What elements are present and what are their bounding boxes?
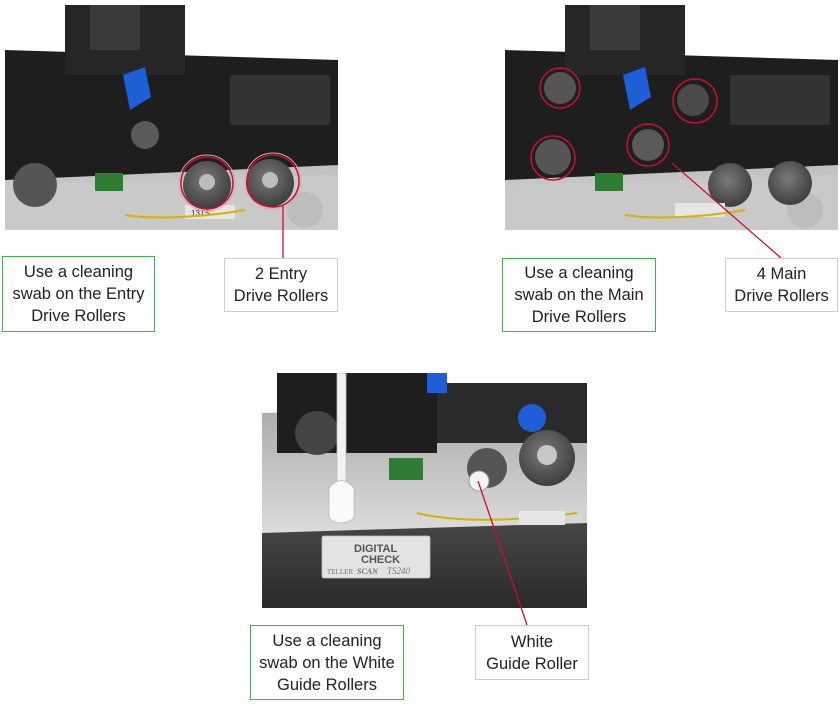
photo-white-guide-rollers: DIGITAL CHECK TELLER SCAN TS240 <box>257 373 587 608</box>
badge-brand-line2: CHECK <box>361 554 400 566</box>
cleaning-swab <box>336 373 347 494</box>
main-drive-roller <box>677 84 709 116</box>
photo-main-drive-rollers <box>505 5 838 230</box>
board-label: 13TS <box>191 209 210 218</box>
highlight-circle <box>180 156 234 210</box>
photo-entry-drive-rollers: 13TS <box>5 5 338 230</box>
badge-model-number: TS240 <box>387 566 411 576</box>
main-drive-roller <box>535 139 571 175</box>
highlight-circle <box>626 123 670 167</box>
blue-lever <box>623 67 651 110</box>
badge-model-prefix: TELLER <box>327 568 353 576</box>
instruction-main-drive-rollers: Use a cleaning swab on the Main Drive Ro… <box>502 258 656 332</box>
label-main-drive-rollers: 4 Main Drive Rollers <box>725 258 838 312</box>
instruction-entry-drive-rollers: Use a cleaning swab on the Entry Drive R… <box>2 256 155 332</box>
blue-lever <box>123 67 151 110</box>
white-guide-roller <box>468 470 490 492</box>
badge-model-name: SCAN <box>357 567 379 576</box>
instruction-white-guide-rollers: Use a cleaning swab on the White Guide R… <box>250 625 404 700</box>
highlight-circle <box>530 135 576 181</box>
highlight-circle <box>246 154 300 208</box>
main-drive-roller <box>632 129 664 161</box>
label-entry-drive-rollers: 2 Entry Drive Rollers <box>224 258 338 312</box>
main-drive-roller <box>544 72 576 104</box>
highlight-circle <box>672 78 718 124</box>
label-white-guide-roller: White Guide Roller <box>475 625 589 680</box>
device-badge: DIGITAL CHECK TELLER SCAN TS240 <box>321 535 431 579</box>
badge-brand-line1: DIGITAL <box>354 543 397 555</box>
highlight-circle <box>539 67 581 109</box>
